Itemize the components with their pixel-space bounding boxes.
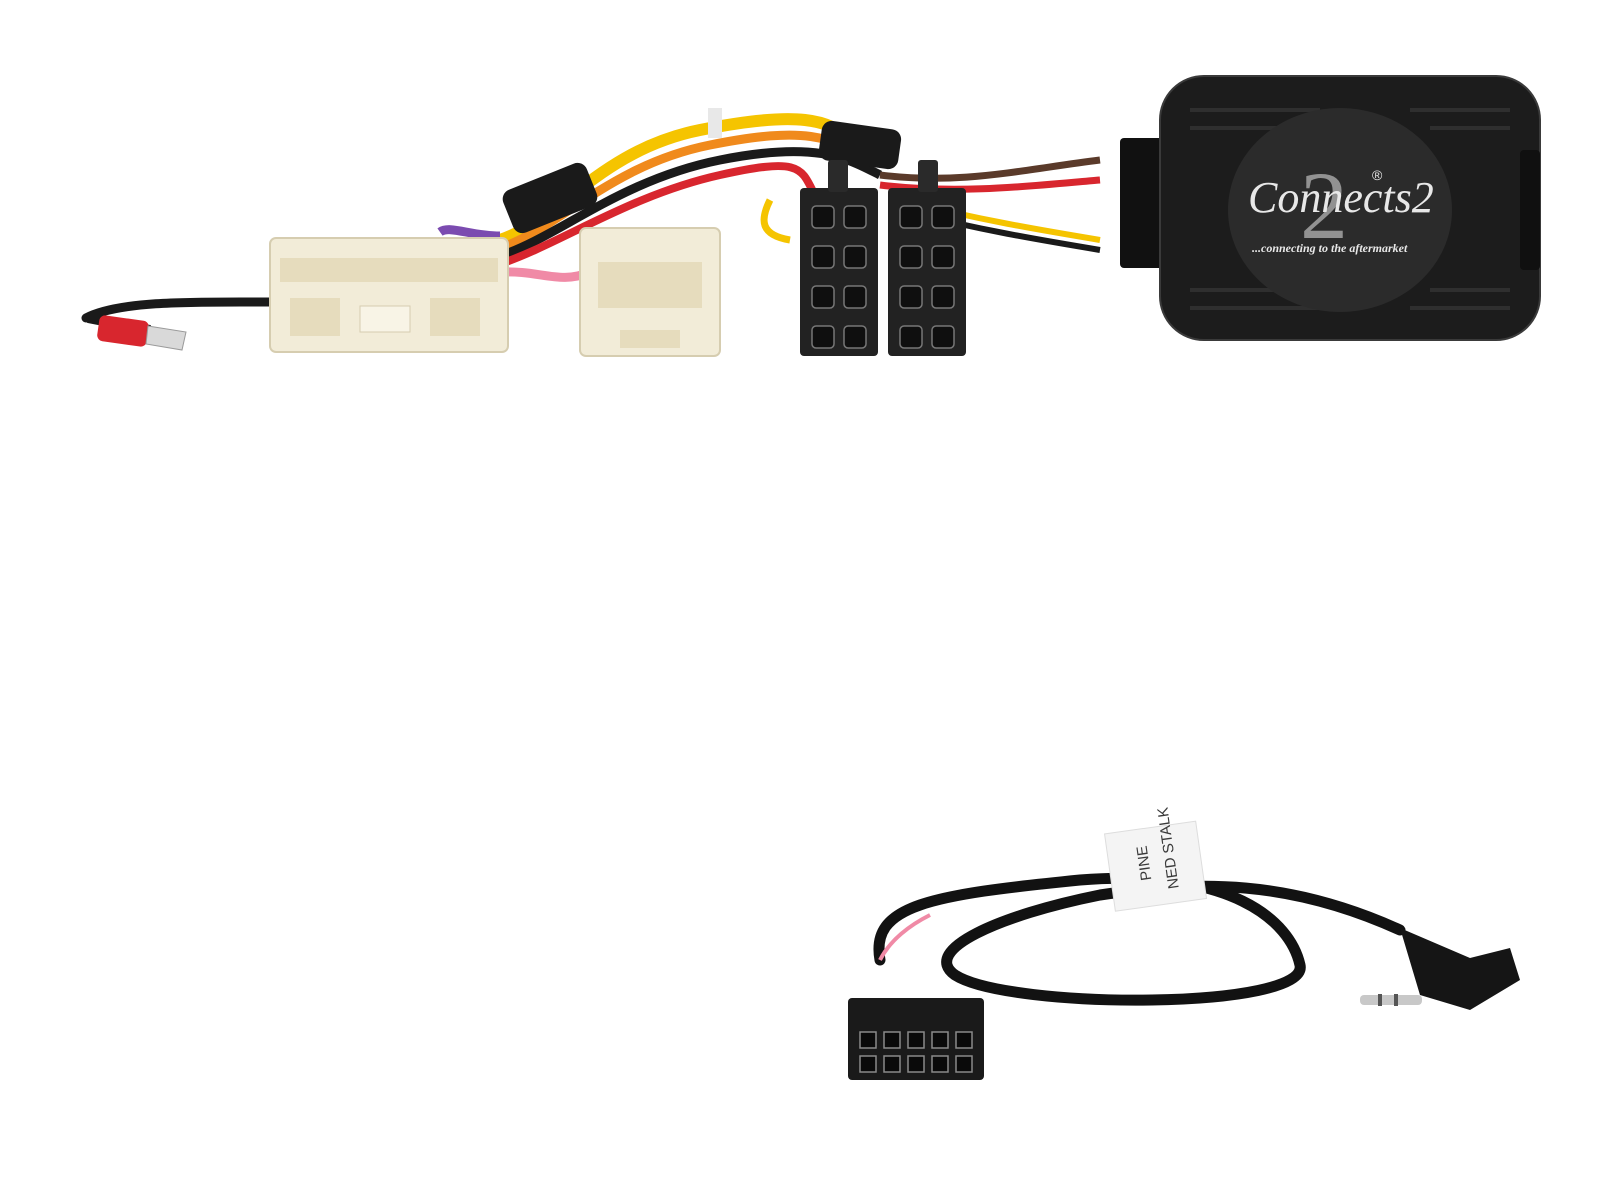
jack-plug-body [1400, 928, 1520, 1010]
iso-connector-right [888, 188, 966, 356]
interface-module: Connects2 2 ® ...connecting to the after… [1120, 75, 1541, 341]
connector-pin-block-right [430, 298, 480, 336]
brand-logo-text: Connects2 [1248, 173, 1434, 222]
connector-pin-grid [598, 262, 702, 308]
module-logo-disc [1228, 108, 1452, 312]
red-heatshrink [97, 315, 149, 347]
brand-logo-numeral: 2 [1300, 152, 1348, 259]
module-grip-ridges [1190, 108, 1510, 310]
iso-latch-right [918, 160, 938, 192]
wire-purple [437, 225, 501, 241]
module-port [1520, 150, 1540, 270]
tape-sleeve [502, 162, 598, 234]
registered-mark: ® [1372, 167, 1383, 183]
iso-connector-pair [800, 160, 966, 356]
iso-connector-left [800, 188, 878, 356]
jack-plug-tip [1360, 995, 1422, 1005]
ground-lead-wire [81, 297, 275, 323]
brand-tagline: ...connecting to the aftermarket [1252, 241, 1408, 255]
cable-label-tag: PINE NED STALK [1103, 806, 1208, 912]
label-sleeve [1103, 820, 1208, 912]
wire-brown [879, 156, 1101, 182]
wire-yellow-3 [760, 198, 791, 244]
wire-pink [499, 267, 592, 282]
wiring-harness [81, 108, 1101, 351]
cable-tie [708, 108, 722, 138]
wire-red [498, 162, 824, 268]
connector-latch [359, 305, 411, 333]
patch-lead: PINE NED STALK [848, 806, 1520, 1080]
connector-pin-block-left [290, 298, 340, 336]
wire-red-2 [879, 176, 1101, 193]
tape-sleeve-2 [818, 120, 902, 170]
connector-top-row [280, 258, 498, 282]
patch-wire-pink [878, 913, 931, 961]
iso-latch-left [828, 160, 848, 192]
connector-latch-2 [620, 330, 680, 348]
vehicle-connector-small [579, 227, 721, 357]
vehicle-connector-large [269, 237, 509, 353]
label-line-1: PINE [1134, 845, 1156, 882]
spade-terminal [145, 325, 187, 351]
